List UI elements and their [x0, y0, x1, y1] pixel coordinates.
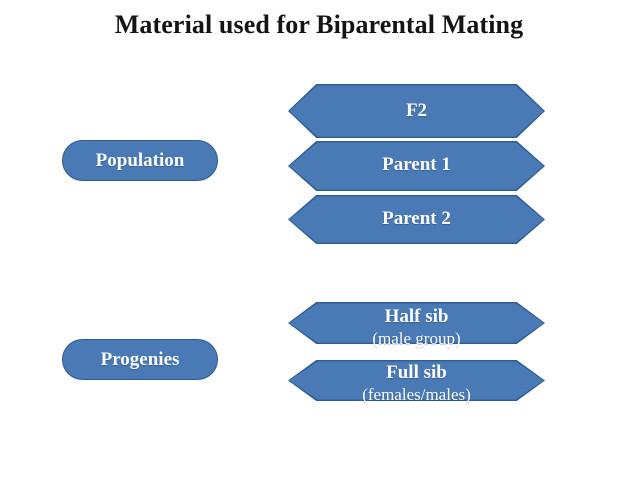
hexagon-fill-full-sib [289, 361, 544, 400]
hexagon-shape-parent-1[interactable] [288, 141, 545, 191]
hexagon-fill-parent-2 [289, 196, 544, 243]
page-title: Material used for Biparental Mating [114, 10, 524, 39]
category-pill-population[interactable]: Population [62, 140, 218, 181]
hexagon-shape-full-sib[interactable] [288, 360, 545, 401]
hexagon-shape-f2[interactable] [288, 84, 545, 138]
hexagon-shape-half-sib[interactable] [288, 302, 545, 344]
category-pill-progenies-label: Progenies [100, 348, 180, 370]
category-pill-population-label: Population [95, 149, 185, 171]
hexagon-fill-half-sib [289, 303, 544, 343]
hexagon-fill-f2 [289, 85, 544, 137]
category-pill-progenies[interactable]: Progenies [62, 339, 218, 380]
hexagon-shape-parent-2[interactable] [288, 195, 545, 244]
hexagon-fill-parent-1 [289, 142, 544, 190]
